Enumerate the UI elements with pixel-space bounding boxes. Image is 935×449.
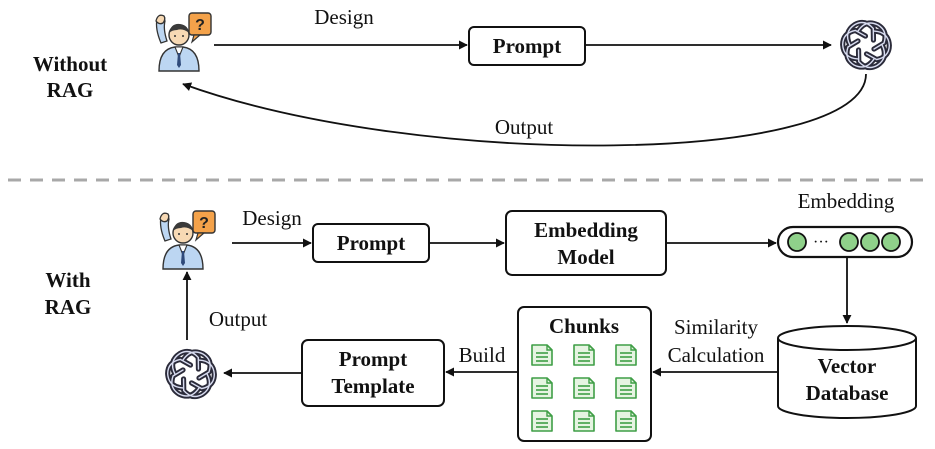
document-icon xyxy=(615,377,637,399)
embedding-vector: ··· xyxy=(776,225,914,259)
without-rag-section: Without RAG Design Prompt Output xyxy=(33,5,895,147)
vector-database-label-line1: Vector xyxy=(818,354,877,378)
without-rag-label-line2: RAG xyxy=(47,78,94,102)
top-prompt-box xyxy=(468,26,586,66)
openai-logo-icon xyxy=(162,346,219,401)
with-rag-section: With RAG Design Prompt Embedding Model E… xyxy=(45,189,917,442)
document-icon xyxy=(531,377,553,399)
similarity-label-line1: Similarity xyxy=(674,315,759,339)
chunks-box xyxy=(517,306,652,442)
vector-database-cylinder xyxy=(777,325,917,419)
prompt-template-label-line2: Template xyxy=(331,374,414,398)
openai-logo-icon xyxy=(837,17,894,72)
bottom-output-label: Output xyxy=(209,307,268,331)
chunks-label: Chunks xyxy=(549,314,619,338)
vector-dot xyxy=(839,232,859,252)
with-rag-label-line1: With xyxy=(45,268,90,292)
document-icon xyxy=(615,344,637,366)
user-question-icon xyxy=(159,210,216,270)
document-icon xyxy=(615,410,637,432)
chunk-document-grid xyxy=(531,344,637,432)
embedding-label: Embedding xyxy=(798,189,895,213)
embedding-model-label-line2: Model xyxy=(557,245,614,269)
with-rag-label-line2: RAG xyxy=(45,295,92,319)
top-prompt-label: Prompt xyxy=(493,34,561,58)
vector-ellipsis: ··· xyxy=(813,234,829,251)
top-design-label: Design xyxy=(314,5,374,29)
bottom-design-label: Design xyxy=(242,206,302,230)
prompt-template-label-line1: Prompt xyxy=(339,347,407,371)
document-icon xyxy=(573,377,595,399)
similarity-label-line2: Calculation xyxy=(668,343,765,367)
vector-database-label-line2: Database xyxy=(806,381,889,405)
vector-dot xyxy=(860,232,880,252)
without-rag-label-line1: Without xyxy=(33,52,107,76)
document-icon xyxy=(573,344,595,366)
user-question-icon xyxy=(155,12,212,72)
top-output-arrow xyxy=(182,73,867,147)
build-label: Build xyxy=(459,343,506,367)
bottom-prompt-label: Prompt xyxy=(337,231,405,255)
embedding-model-label-line1: Embedding xyxy=(534,218,638,242)
document-icon xyxy=(573,410,595,432)
document-icon xyxy=(531,344,553,366)
vector-dot xyxy=(787,232,807,252)
top-output-label: Output xyxy=(495,115,554,139)
document-icon xyxy=(531,410,553,432)
vector-dot xyxy=(881,232,901,252)
